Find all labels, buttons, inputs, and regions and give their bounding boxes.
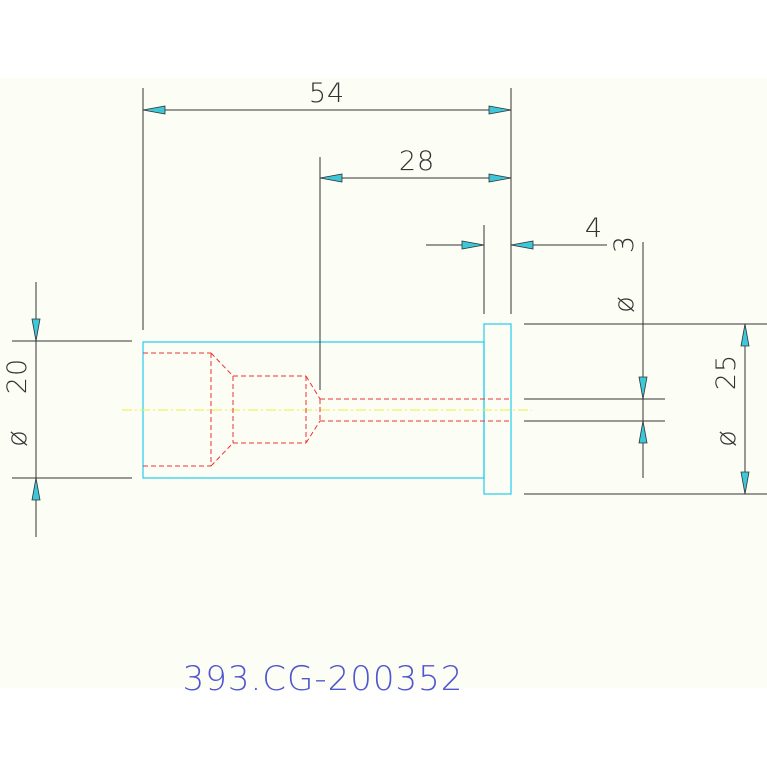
dim-shank-diameter: ø 20 (2, 358, 33, 447)
dimension-arrows (31, 105, 750, 501)
diameter-symbol: ø (609, 295, 640, 313)
head-outline (483, 323, 512, 495)
part-number-label: 393.CG-200352 (183, 659, 464, 699)
drawing-paper (0, 78, 767, 688)
dim-head-thickness: 4 (585, 213, 603, 244)
dim-overall-length: 54 (309, 78, 345, 109)
dim-hole-diameter: ø 3 (609, 235, 640, 313)
dim-bore-depth: 28 (399, 146, 435, 177)
hidden-bore-lines (143, 352, 511, 467)
diameter-symbol: ø (2, 429, 33, 447)
dim-head-diameter-value: 25 (711, 354, 742, 390)
dim-shank-diameter-value: 20 (2, 358, 33, 394)
dim-head-diameter: ø 25 (711, 354, 742, 447)
dim-hole-diameter-value: 3 (609, 235, 640, 253)
diameter-symbol: ø (711, 429, 742, 447)
